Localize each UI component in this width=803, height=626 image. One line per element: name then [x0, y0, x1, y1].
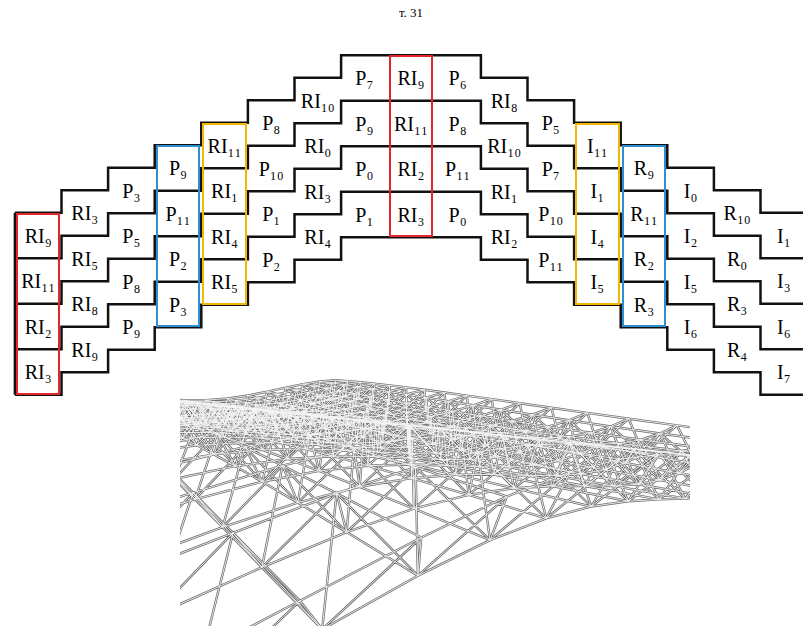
cell-label: P₀ [355, 159, 373, 179]
cell-label: I₅ [684, 272, 698, 292]
row-label: R₂ [634, 249, 654, 269]
cell-label: P₈ [122, 272, 140, 292]
row-label: R₁₁ [630, 204, 657, 224]
cell-label: P₉ [122, 317, 140, 337]
row-label: P₂ [169, 249, 187, 269]
highlight-box: I₁₁ I₁ I₄ I₅ [575, 123, 620, 305]
cell-label: RI₈ [491, 91, 518, 111]
cell-label: P₁₀ [538, 204, 563, 224]
row-label: RI₄ [211, 227, 238, 247]
row-label: RI₁ [211, 181, 238, 201]
row-label: RI₃ [25, 362, 52, 382]
cell-label: I₀ [684, 181, 698, 201]
row-label: I₅ [591, 272, 605, 292]
cell-label: P₈ [262, 113, 280, 133]
cell-label: R₁₀ [724, 203, 751, 223]
highlight-box: P₉ P₁₁ P₂ P₃ [156, 145, 201, 327]
highlight-box: R₉ R₁₁ R₂ R₃ [622, 145, 667, 327]
row-label: I₁ [591, 181, 605, 201]
row-label: I₁₁ [587, 136, 608, 156]
row-label: RI₉ [25, 226, 52, 246]
cell-label: P₃ [122, 181, 140, 201]
row-label: RI₅ [211, 272, 238, 292]
point-label: т. 31 [399, 6, 423, 19]
cell-label: P₉ [355, 114, 373, 134]
cell-label: RI₁₀ [301, 91, 335, 111]
cell-label: I₂ [684, 226, 698, 246]
cell-label: I₁ [777, 226, 791, 246]
cell-label: P₈ [449, 114, 467, 134]
row-label: R₃ [634, 295, 654, 315]
highlight-box: RI₁₁ RI₁ RI₄ RI₅ [202, 123, 247, 305]
cell-label: P₁ [355, 205, 373, 225]
highlight-box: RI₉ RI₁₁ RI₂ RI₃ [389, 55, 434, 237]
cell-label: P₁₁ [538, 250, 563, 270]
cell-label: RI₈ [71, 294, 98, 314]
cell-label: P₅ [122, 226, 140, 246]
row-label: P₃ [169, 295, 187, 315]
cell-label: R₃ [727, 294, 747, 314]
cell-label: RI₁ [491, 182, 518, 202]
cell-label: RI₄ [304, 227, 331, 247]
cell-label: R₄ [727, 340, 747, 360]
row-label: RI₂ [25, 317, 52, 337]
cell-label: RI₁₀ [487, 136, 521, 156]
row-label: RI₁₁ [208, 136, 242, 156]
highlight-box: RI₉ RI₁₁ RI₂ RI₃ [16, 213, 61, 395]
cell-label: RI₀ [304, 136, 331, 156]
cell-label: I₆ [777, 317, 791, 337]
row-label: RI₉ [397, 68, 424, 88]
cell-label: P₁₁ [445, 159, 470, 179]
cell-label: P₂ [262, 250, 280, 270]
cell-label: RI₅ [71, 249, 98, 269]
row-label: RI₂ [397, 159, 424, 179]
row-label: R₉ [634, 158, 654, 178]
cell-label: P₇ [542, 159, 560, 179]
row-label: P₉ [169, 158, 187, 178]
row-label: P₁₁ [165, 204, 190, 224]
cell-label: P₅ [542, 113, 560, 133]
cell-label: RI₉ [71, 340, 98, 360]
row-label: RI₁₁ [21, 271, 55, 291]
cell-label: RI₂ [491, 227, 518, 247]
row-label: RI₁₁ [394, 114, 428, 134]
cell-label: P₇ [355, 68, 373, 88]
cell-label: RI₃ [71, 203, 98, 223]
cell-label: I₇ [777, 362, 791, 382]
cell-label: I₃ [777, 271, 791, 291]
cell-label: P₀ [449, 205, 467, 225]
row-label: RI₃ [397, 205, 424, 225]
staircase-line [15, 55, 803, 395]
lattice-bars [180, 380, 690, 626]
cell-label: R₀ [727, 249, 747, 269]
cell-label: P₁ [262, 204, 280, 224]
row-label: I₄ [591, 227, 605, 247]
cell-label: P₆ [449, 68, 467, 88]
cell-label: P₁₀ [259, 159, 284, 179]
cell-label: RI₃ [304, 182, 331, 202]
cell-label: I₆ [684, 317, 698, 337]
lattice-highlight [180, 380, 690, 626]
